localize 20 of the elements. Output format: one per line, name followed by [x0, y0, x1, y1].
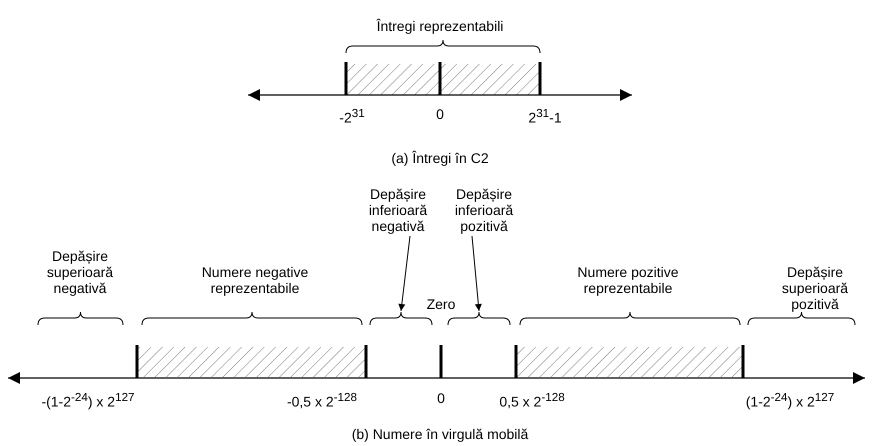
figure-caption: (a) Întregi în C2: [390, 150, 490, 166]
region-label: Depășire superioară pozitivă: [780, 264, 850, 312]
region-label: Depășire superioară negativă: [46, 248, 114, 296]
curly-brace: [370, 312, 432, 326]
tick-label: -(1-2$^{-24}$) x 2$^{127}$: [40, 390, 136, 410]
leader-arrow: [472, 236, 482, 312]
leader-arrow: [398, 236, 410, 312]
region-label: Zero: [426, 296, 456, 312]
curly-brace: [448, 312, 510, 326]
tick-label: (1-2$^{-24}$) x 2$^{127}$: [744, 390, 836, 410]
region-label: Numere negative reprezentabile: [200, 264, 310, 296]
tick-label: 0: [435, 106, 445, 122]
tick-label: -2$^{31}$: [338, 106, 366, 126]
region-label: Numere pozitive reprezentabile: [576, 264, 680, 296]
tick-label: -0,5 x 2$^{-128}$: [286, 390, 358, 410]
tick-label: 0,5 x 2$^{-128}$: [498, 390, 566, 410]
figure-caption: (b) Numere în virgulă mobilă: [350, 426, 530, 442]
tick-label: 0: [436, 390, 446, 406]
brace-label: Întregi reprezentabili: [376, 18, 504, 34]
tick-label: 2$^{31}$-1: [527, 106, 563, 126]
